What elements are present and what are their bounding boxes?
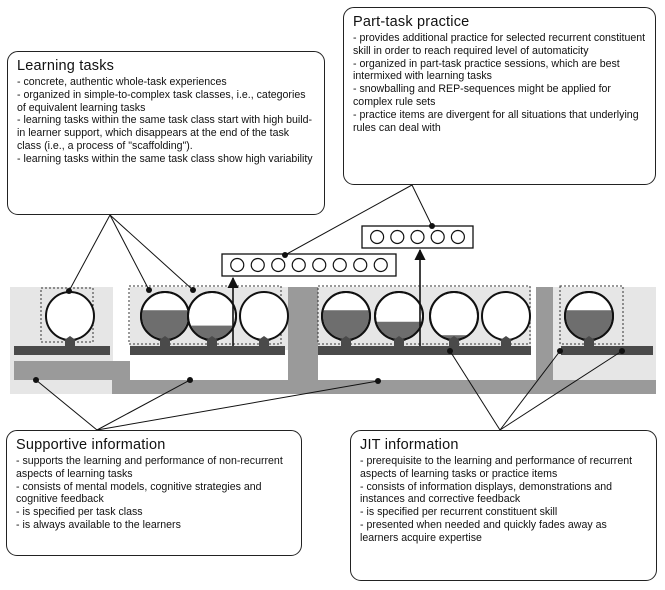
connector-dot (429, 223, 435, 229)
jit-information-bar (130, 346, 285, 355)
practice-item-circle (370, 229, 385, 245)
jit-connector-arrow (392, 336, 406, 346)
connector-dot (282, 252, 288, 258)
connector-dot (619, 348, 625, 354)
jit-connector-arrow (582, 336, 596, 346)
part-task-practice-item: - snowballing and REP-sequences might be… (353, 83, 611, 108)
learning-tasks-title: Learning tasks (17, 58, 115, 74)
practice-item-circle (430, 229, 445, 245)
jit-connector-arrow (205, 336, 219, 346)
jit-information-bar (14, 346, 110, 355)
supportive-information-item: - supports the learning and performance … (16, 455, 283, 480)
connector-line (109, 214, 150, 291)
practice-session-box (221, 253, 397, 277)
practice-item-circle (271, 257, 286, 273)
learning-task-circle (239, 291, 289, 341)
jit-information-item: - prerequisite to the learning and perfo… (360, 455, 633, 480)
supportive-info-band (130, 380, 288, 394)
supportive-info-band (318, 380, 536, 394)
practice-item-circle (332, 257, 347, 273)
practice-item-circle (410, 229, 425, 245)
practice-item-circle (373, 257, 388, 273)
connector-dot (447, 348, 453, 354)
jit-connector-arrow (158, 336, 172, 346)
supportive-information-item: - is always available to the learners (16, 518, 181, 531)
jit-connector-arrow (447, 336, 461, 346)
connector-line (499, 350, 623, 431)
supportive-information-item: - consists of mental models, cognitive s… (16, 480, 262, 506)
jit-connector-arrow (257, 336, 271, 346)
learning-tasks-item: - learning tasks within the same task cl… (17, 152, 313, 165)
connector-dot (557, 348, 563, 354)
practice-item-circle (250, 257, 265, 273)
jit-connector-arrow (63, 336, 77, 346)
connector-line (109, 214, 194, 291)
supportive-information-item: - is specified per task class (16, 506, 143, 519)
connector-dot (190, 287, 196, 293)
jit-information-title: JIT information (360, 437, 459, 453)
practice-item-circle (353, 257, 368, 273)
supportive-info-band (288, 287, 318, 394)
jit-information-item: - consists of information displays, demo… (360, 480, 613, 506)
learner-support-fill (376, 321, 422, 339)
jit-information-item: - presented when needed and quickly fade… (360, 518, 607, 544)
connector-line (96, 380, 379, 431)
jit-information-bar (561, 346, 653, 355)
practice-item-circle (291, 257, 306, 273)
practice-item-circle (230, 257, 245, 273)
connector-dot (375, 378, 381, 384)
part-task-practice-item: - provides additional practice for selec… (353, 32, 646, 57)
jit-connector-arrow (339, 336, 353, 346)
connector-line (68, 214, 111, 292)
connector-dot (146, 287, 152, 293)
jit-connector-arrow (499, 336, 513, 346)
part-task-practice-title: Part-task practice (353, 14, 470, 30)
learner-support-fill (189, 325, 235, 339)
supportive-info-band (553, 380, 656, 394)
jit-information-bar (318, 346, 531, 355)
jit-information-item: - is specified per recurrent constituent… (360, 506, 558, 519)
connector-dot (33, 377, 39, 383)
supportive-info-band (14, 361, 112, 380)
learning-task-circle (45, 291, 95, 341)
supportive-info-band (536, 287, 553, 394)
connector-line (449, 350, 501, 431)
connector-dot (187, 377, 193, 383)
learning-tasks-item: - organized in simple-to-complex task cl… (17, 88, 306, 114)
supportive-information-title: Supportive information (16, 437, 166, 453)
connector-line (35, 379, 98, 431)
practice-item-circle (390, 229, 405, 245)
connector-line (96, 379, 191, 431)
supportive-information-box: Supportive information - supports the le… (6, 430, 302, 556)
learning-tasks-item: - learning tasks within the same task cl… (17, 114, 312, 152)
learning-task-circle (481, 291, 531, 341)
part-task-practice-item: - organized in part-task practice sessio… (353, 57, 620, 83)
connector-dot (66, 288, 72, 294)
practice-item-circle (312, 257, 327, 273)
part-task-practice-item: - practice items are divergent for all s… (353, 108, 639, 134)
part-task-practice-box: Part-task practice - provides additional… (343, 7, 656, 185)
connector-line (284, 184, 413, 256)
jit-information-box: JIT information - prerequisite to the le… (350, 430, 657, 581)
learning-tasks-item: - concrete, authentic whole-task experie… (17, 76, 227, 88)
supportive-info-band (112, 361, 130, 394)
practice-item-circle (450, 229, 465, 245)
connector-line (411, 184, 433, 227)
connector-line (499, 350, 561, 431)
learning-tasks-box: Learning tasks - concrete, authentic who… (7, 51, 325, 215)
